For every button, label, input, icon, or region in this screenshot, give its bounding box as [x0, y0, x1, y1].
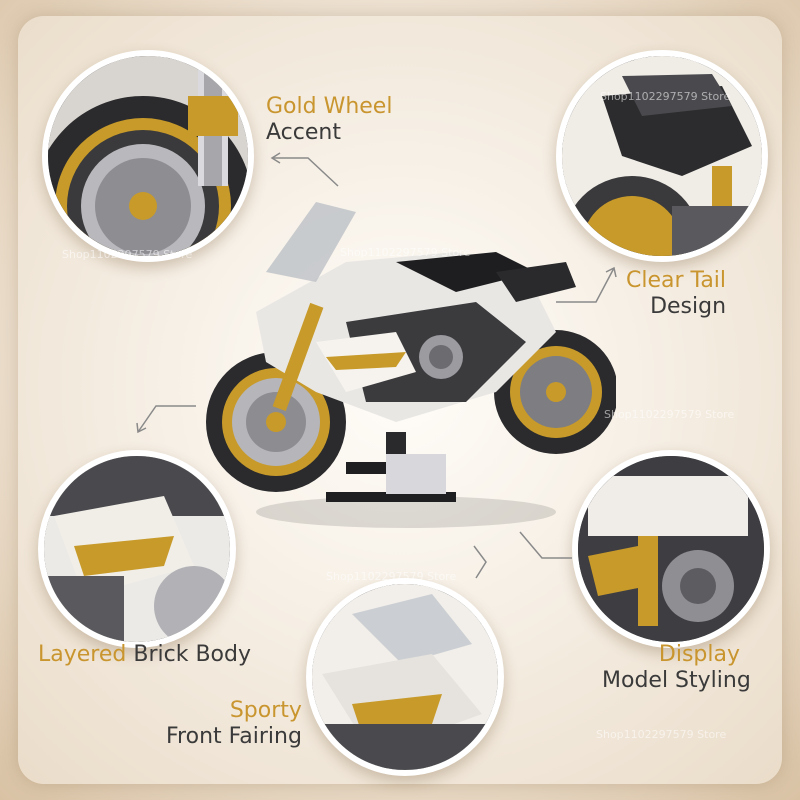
gold-wheel-accent-text: Gold Wheel: [266, 94, 393, 119]
layered-text: Brick Body: [133, 642, 251, 667]
watermark: Shop1102297579 Store: [596, 728, 727, 741]
sporty-accent-text: Sporty: [229, 698, 302, 723]
layered-caption: Layered Brick Body: [38, 642, 251, 668]
watermark: Shop1102297579 Store: [326, 570, 457, 583]
clear-tail-caption: Clear Tail Design: [626, 268, 726, 320]
sporty-arrow-icon: [466, 542, 496, 582]
gold-wheel-arrow-icon: [264, 150, 344, 190]
gold-wheel-text: Accent: [266, 120, 341, 145]
display-model-detail-image: [572, 450, 770, 648]
watermark: Shop1102297579 Store: [600, 90, 731, 103]
display-accent-text: Display: [658, 642, 740, 667]
gold-wheel-detail-image: [42, 50, 254, 262]
clear-tail-arrow-icon: [550, 262, 620, 306]
clear-tail-detail-image: [556, 50, 768, 262]
layered-arrow-icon: [132, 398, 202, 438]
front-fairing-detail-image: [306, 578, 504, 776]
display-arrow-icon: [516, 528, 576, 568]
layered-brick-body-detail-image: [38, 450, 236, 648]
display-caption: Display Model Styling: [602, 642, 751, 694]
clear-tail-accent-text: Clear Tail: [626, 268, 727, 293]
display-text: Model Styling: [602, 668, 751, 693]
watermark: Shop1102297579 Store: [62, 248, 193, 261]
gold-wheel-caption: Gold Wheel Accent: [266, 94, 392, 146]
sporty-text: Front Fairing: [166, 724, 302, 749]
clear-tail-text: Design: [650, 294, 727, 319]
sporty-caption: Sporty Front Fairing: [166, 698, 302, 750]
watermark: Shop1102297579 Store: [340, 246, 471, 259]
motorcycle-model-image: [196, 192, 618, 542]
layered-accent-text: Layered: [38, 642, 127, 667]
watermark: Shop1102297579 Store: [604, 408, 735, 421]
